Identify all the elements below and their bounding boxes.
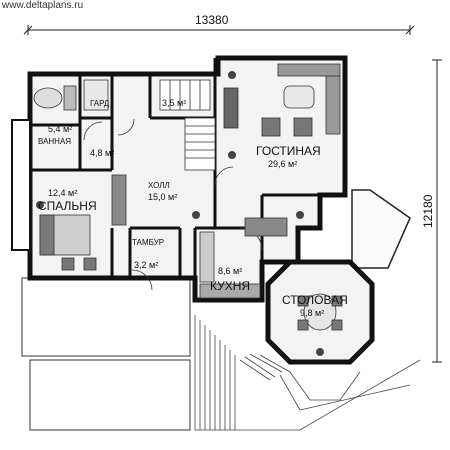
interior-stairs — [159, 79, 216, 171]
hall-small-area: 4,8 м² — [90, 148, 114, 158]
vestibule-area: 3,2 м² — [134, 260, 158, 270]
living-name: ГОСТИНАЯ — [256, 144, 321, 158]
hall-area: 15,0 м² — [148, 192, 177, 202]
closet-name: ГАРД — [90, 99, 110, 108]
dimension-height — [432, 59, 442, 363]
bath-area: 5,4 м² — [48, 124, 72, 134]
kitchen-area: 8,6 м² — [218, 266, 242, 276]
dining-area: 9,8 м² — [300, 308, 324, 318]
dimension-height-label: 12180 — [421, 194, 435, 228]
kitchen-name: КУХНЯ — [210, 279, 250, 293]
dimension-width — [23, 25, 415, 35]
entrance-stairs — [194, 315, 421, 431]
site-watermark: www.deltaplans.ru — [2, 0, 84, 11]
furniture — [33, 63, 343, 331]
hall-name: ХОЛЛ — [148, 181, 170, 190]
terrace — [21, 277, 191, 431]
dining-name: СТОЛОВАЯ — [282, 293, 348, 307]
bedroom-name: СПАЛЬНЯ — [38, 199, 97, 213]
bedroom-area: 12,4 м² — [48, 188, 77, 198]
bath-name: ВАННАЯ — [38, 137, 71, 146]
dimension-width-label: 13380 — [195, 13, 229, 27]
stair-area: 3,5 м² — [162, 98, 186, 108]
plants — [36, 71, 324, 356]
vestibule-name: ТАМБУР — [132, 238, 164, 247]
living-area: 29,6 м² — [268, 159, 297, 169]
bay-wing-right — [351, 189, 411, 269]
left-bay-window — [11, 119, 31, 251]
